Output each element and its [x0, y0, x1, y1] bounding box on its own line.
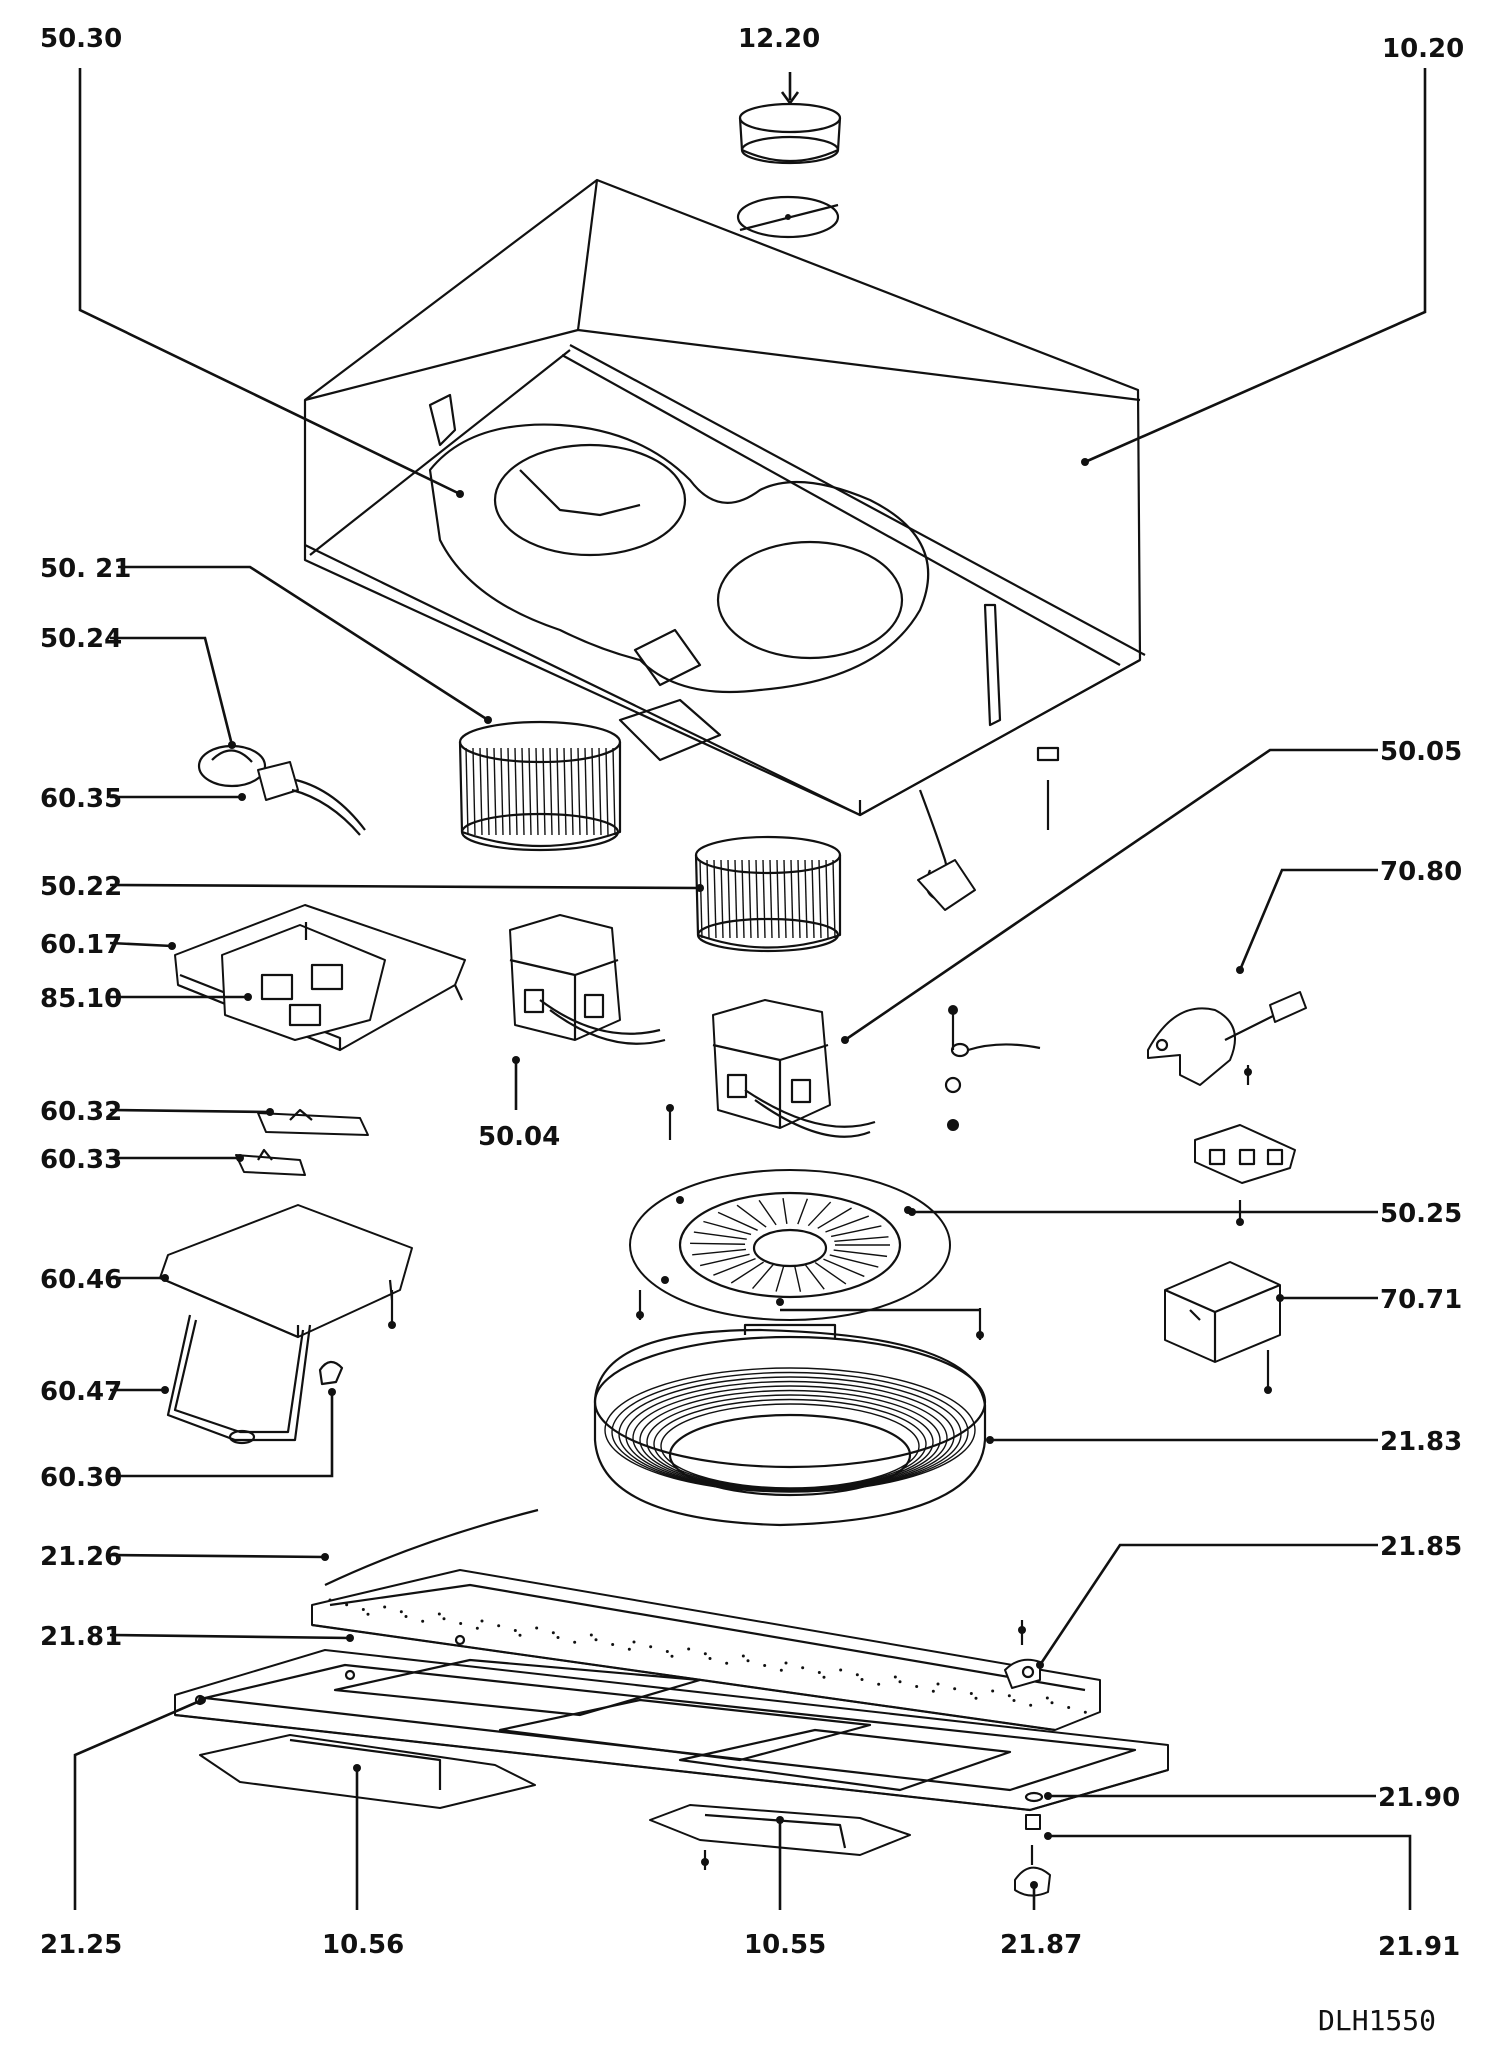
drawing-code: DLH1550 — [1318, 2004, 1436, 2037]
grille-panel-part — [174, 1634, 1169, 1812]
label-60-33: 60.33 — [40, 1145, 122, 1175]
label-50-25: 50.25 — [1380, 1199, 1462, 1229]
motor-left-part — [509, 914, 666, 1045]
label-60-46: 60.46 — [40, 1265, 122, 1295]
gasket-strip-part — [324, 1508, 539, 1586]
thermal-switch-part — [1147, 991, 1307, 1086]
label-60-17: 60.17 — [40, 930, 122, 960]
label-60-30: 60.30 — [40, 1463, 122, 1493]
motor-right-part — [712, 999, 876, 1138]
mounting-plate-part — [159, 1204, 413, 1339]
grille-ring-part — [593, 1323, 987, 1527]
label-21-26: 21.26 — [40, 1542, 122, 1572]
label-21-25: 21.25 — [40, 1930, 122, 1960]
label-21-85: 21.85 — [1380, 1532, 1462, 1562]
label-12-20: 12.20 — [738, 24, 820, 54]
label-70-71: 70.71 — [1380, 1285, 1462, 1315]
label-60-35: 60.35 — [40, 784, 122, 814]
motor-mount-plate-part — [629, 1169, 951, 1321]
label-21-83: 21.83 — [1380, 1427, 1462, 1457]
relay-box-part — [1164, 1261, 1281, 1363]
label-50-22: 50.22 — [40, 872, 122, 902]
screw-hardware — [388, 746, 1272, 1870]
label-10-20: 10.20 — [1382, 34, 1464, 64]
terminal-strip-part — [1194, 1124, 1296, 1184]
label-50-04: 50.04 — [478, 1122, 560, 1152]
lens-left-part — [199, 1734, 536, 1809]
housing-box-part — [303, 178, 1146, 817]
label-10-56: 10.56 — [322, 1930, 404, 1960]
damper-disc-part — [736, 195, 840, 239]
label-50-21: 50. 21 — [40, 554, 131, 584]
label-50-24: 50.24 — [40, 624, 122, 654]
nut-part — [1025, 1814, 1041, 1830]
wire-bail-part — [166, 1314, 312, 1445]
blower-wheel-upper-part — [458, 720, 622, 852]
label-60-32: 60.32 — [40, 1097, 122, 1127]
label-50-05: 50.05 — [1380, 737, 1462, 767]
latch-part — [1004, 1658, 1041, 1689]
ground-lead-part — [950, 1042, 1041, 1058]
cable-clamp-part — [318, 1360, 344, 1386]
label-50-30: 50.30 — [40, 24, 122, 54]
label-21-90: 21.90 — [1378, 1783, 1460, 1813]
part-labels: 50.30 12.20 10.20 50. 21 50.24 60.35 50.… — [40, 24, 1464, 2037]
label-85-10: 85.10 — [40, 984, 122, 1014]
collar-ring-part — [738, 102, 842, 165]
label-21-87: 21.87 — [1000, 1930, 1082, 1960]
label-70-80: 70.80 — [1380, 857, 1462, 887]
lamp-socket-part — [257, 761, 366, 836]
label-10-55: 10.55 — [744, 1930, 826, 1960]
leader-lines — [73, 68, 1427, 1910]
blower-wheel-lower-part — [694, 835, 842, 953]
lamp-bulb-part — [197, 744, 267, 788]
label-21-91: 21.91 — [1378, 1932, 1460, 1962]
clip-lower-part — [235, 1148, 306, 1176]
label-60-47: 60.47 — [40, 1377, 122, 1407]
washer-part — [1024, 1791, 1044, 1803]
label-21-81: 21.81 — [40, 1622, 122, 1652]
clip-upper-part — [257, 1108, 369, 1136]
terminal-block-part — [221, 922, 386, 1041]
power-cord-part — [917, 789, 976, 911]
